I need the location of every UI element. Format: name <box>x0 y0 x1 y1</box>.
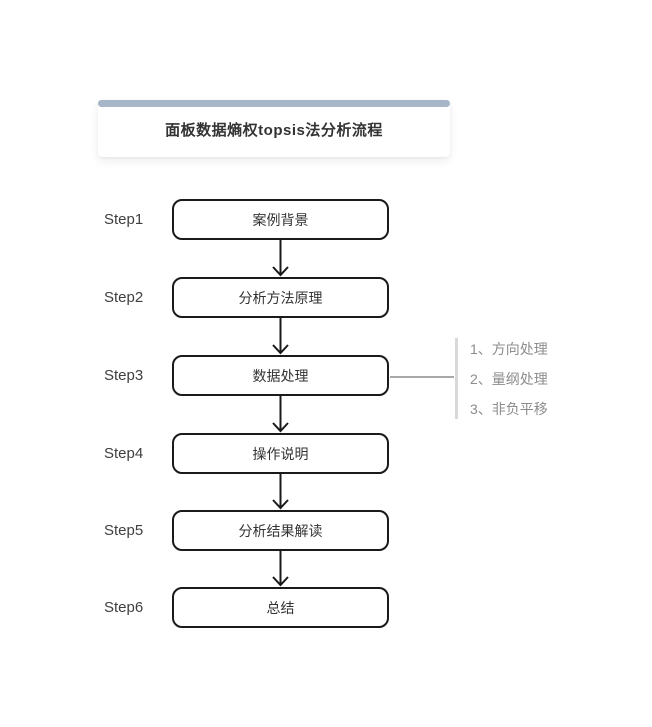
step-row-2: Step2 分析方法原理 <box>0 277 652 318</box>
step-row-3: Step3 数据处理 <box>0 355 652 396</box>
step-row-6: Step6 总结 <box>0 587 652 628</box>
arrow-down-icon <box>272 396 289 433</box>
step-box-text: 分析结果解读 <box>238 522 323 539</box>
step-box-text: 操作说明 <box>252 445 309 462</box>
step-label-2: Step2 <box>104 289 144 306</box>
step-box-text: 数据处理 <box>252 367 309 384</box>
step-label-3: Step3 <box>104 367 144 384</box>
step-row-5: Step5 分析结果解读 <box>0 510 652 551</box>
step-box-summary: 总结 <box>172 587 389 628</box>
step-box-result-interpretation: 分析结果解读 <box>172 510 389 551</box>
title-accent-bar <box>98 100 450 107</box>
arrow-down-icon <box>272 318 289 355</box>
side-note-item: 2、量纲处理 <box>470 371 548 387</box>
side-note-bar <box>455 338 458 419</box>
step-box-data-processing: 数据处理 <box>172 355 389 396</box>
step-box-case-background: 案例背景 <box>172 199 389 240</box>
step-row-4: Step4 操作说明 <box>0 433 652 474</box>
page-title: 面板数据熵权topsis法分析流程 <box>165 121 383 139</box>
step-box-operation-guide: 操作说明 <box>172 433 389 474</box>
step-box-text: 分析方法原理 <box>238 289 323 306</box>
arrow-down-icon <box>272 551 289 587</box>
step-box-method-principle: 分析方法原理 <box>172 277 389 318</box>
step-label-4: Step4 <box>104 445 144 462</box>
arrow-down-icon <box>272 474 289 510</box>
step-label-5: Step5 <box>104 522 144 539</box>
arrow-down-icon <box>272 240 289 277</box>
step-label-1: Step1 <box>104 211 144 228</box>
step-box-text: 案例背景 <box>252 211 309 228</box>
title-card: 面板数据熵权topsis法分析流程 <box>98 100 450 157</box>
side-note-item: 1、方向处理 <box>470 341 548 357</box>
step-label-6: Step6 <box>104 599 144 616</box>
side-note-item: 3、非负平移 <box>470 401 548 417</box>
step-box-text: 总结 <box>266 599 295 616</box>
step-row-1: Step1 案例背景 <box>0 199 652 240</box>
